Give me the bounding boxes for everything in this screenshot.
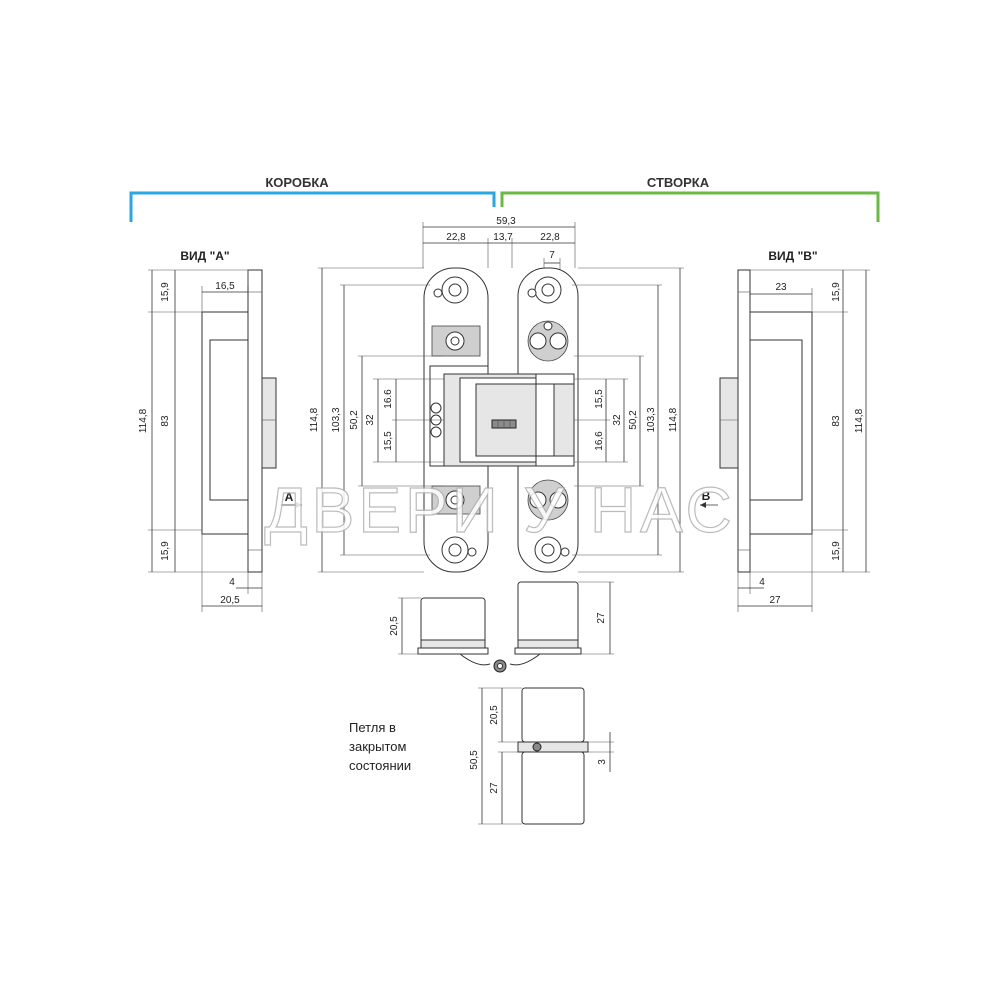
- open-hinge-top-view: [398, 581, 614, 673]
- view-a-drawing: [148, 269, 302, 612]
- dim-closed-upper: 20,5: [489, 705, 500, 725]
- dim-b-mid: 83: [831, 415, 842, 427]
- dim-closed-lower: 27: [489, 782, 500, 794]
- leaf-bracket: [500, 191, 880, 222]
- hinge-mechanism: [443, 373, 575, 467]
- dim-r-upper: 15,5: [594, 389, 605, 409]
- frame-header: КОРОБКА: [265, 175, 329, 190]
- dim-a-total: 114,8: [138, 408, 149, 433]
- dim-b-width: 23: [775, 282, 787, 293]
- arrow-a-label: A: [285, 490, 294, 504]
- dim-r-total: 114,8: [668, 407, 679, 432]
- top-width-dimensions: [422, 222, 576, 268]
- dim-l-outer: 103,3: [331, 407, 342, 432]
- dim-half-left: 22,8: [446, 232, 466, 243]
- dim-top-left-depth: 20,5: [389, 616, 400, 636]
- dim-a-bottom: 15,9: [160, 541, 171, 561]
- frame-bracket: [129, 191, 496, 222]
- dim-half-right: 22,8: [540, 232, 560, 243]
- closed-hinge-view: [478, 687, 614, 825]
- dim-l-mid: 50,2: [349, 410, 360, 430]
- dim-b-bottom: 15,9: [831, 541, 842, 561]
- dim-total-width: 59,3: [496, 216, 516, 227]
- dim-b-depth-small: 4: [759, 577, 765, 588]
- dim-a-depth: 20,5: [220, 595, 240, 606]
- dim-b-depth: 27: [769, 595, 781, 606]
- dim-a-depth-small: 4: [229, 577, 235, 588]
- dim-a-top: 15,9: [160, 282, 171, 302]
- dim-center-gap: 13,7: [493, 232, 513, 243]
- watermark: ДВЕРИ У НАС: [264, 474, 735, 546]
- note-line-3: состоянии: [349, 758, 411, 773]
- dim-l-lower: 15,5: [383, 431, 394, 451]
- dim-slot-right: 7: [549, 250, 555, 261]
- dim-closed-total: 50,5: [469, 750, 480, 770]
- view-b-drawing: [700, 269, 870, 612]
- dim-l-total: 114,8: [309, 407, 320, 432]
- arrow-b-label: B: [702, 489, 711, 503]
- dim-r-outer: 103,3: [646, 407, 657, 432]
- leaf-header: СТВОРКА: [647, 175, 710, 190]
- dim-b-total: 114,8: [854, 408, 865, 433]
- dim-r-inner: 32: [612, 414, 623, 426]
- dim-r-mid: 50,2: [628, 410, 639, 430]
- dim-l-upper: 16.6: [383, 389, 394, 409]
- left-hinge-dimensions: [318, 267, 444, 573]
- dim-top-right-depth: 27: [596, 612, 607, 624]
- view-b-label: ВИД "В": [768, 249, 817, 263]
- dim-a-width: 16,5: [215, 281, 235, 292]
- dim-r-lower: 16,6: [594, 431, 605, 451]
- dim-b-top: 15,9: [831, 282, 842, 302]
- dim-l-inner: 32: [365, 414, 376, 426]
- dim-closed-gap: 3: [597, 759, 608, 765]
- right-hinge-dimensions: [572, 267, 684, 573]
- note-line-2: закрытом: [349, 739, 406, 754]
- dim-a-mid: 83: [160, 415, 171, 427]
- view-a-label: ВИД "А": [180, 249, 229, 263]
- note-line-1: Петля в: [349, 720, 396, 735]
